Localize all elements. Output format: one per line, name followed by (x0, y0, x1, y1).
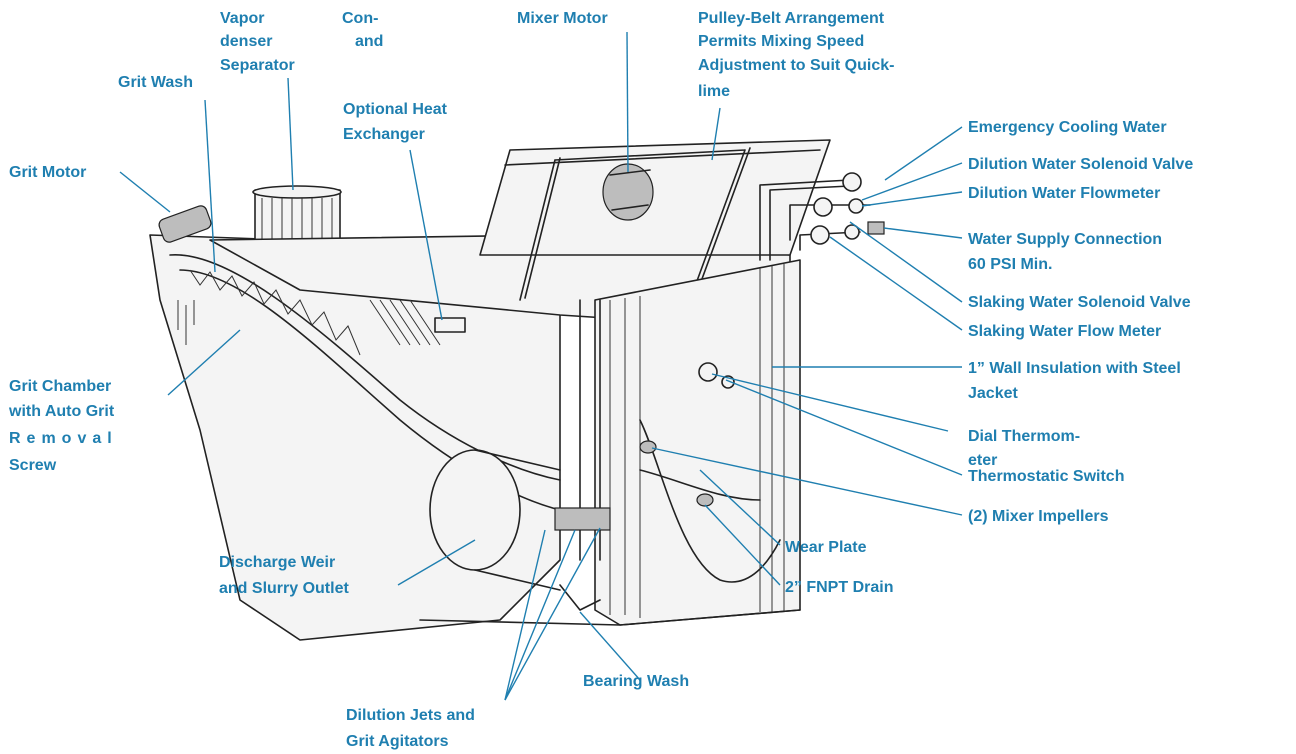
dilution-flowmeter (848, 198, 864, 214)
label-bearing-wash: Bearing Wash (583, 673, 689, 690)
slaking-flowmeter (844, 224, 860, 240)
leader-lines (119, 31, 963, 701)
label-slaking-flow-meter: Slaking Water Flow Meter (968, 323, 1161, 340)
label-grit-motor: Grit Motor (9, 164, 86, 181)
heat-exchanger (369, 299, 466, 346)
grit-motor (158, 205, 212, 243)
dilution-solenoid-valve (813, 197, 833, 217)
dial-thermometer (698, 362, 718, 382)
water-piping (759, 172, 885, 261)
label-thermostatic-switch: Thermostatic Switch (968, 468, 1124, 485)
label-vapor-condenser: Vapor Con- denser and Separator (220, 10, 388, 74)
label-wall-insulation: 1” Wall Insulation with Steel Jacket (968, 360, 1185, 402)
label-wear-plate: Wear Plate (785, 539, 867, 556)
dilution-jets (554, 507, 611, 531)
label-dilution-jets: Dilution Jets and Grit Agitators (346, 707, 479, 750)
label-dilution-solenoid-valve: Dilution Water Solenoid Valve (968, 156, 1193, 173)
label-dial-thermometer: Dial Thermom- eter (968, 428, 1084, 469)
wear-plate (639, 469, 761, 501)
slurry-outlet-pipe (429, 449, 521, 571)
grit-chamber-screw-trough (169, 254, 561, 481)
grit-removal-screw (189, 269, 361, 356)
label-optional-heat-exchanger: Optional Heat Exchanger (343, 101, 451, 143)
slaker-illustration (149, 139, 885, 641)
label-slaking-solenoid-valve: Slaking Water Solenoid Valve (968, 294, 1191, 311)
base-frame (419, 584, 801, 626)
label-pulley-belt: Pulley-Belt Arrangement Permits Mixing S… (698, 10, 899, 100)
water-supply-connection (867, 221, 885, 235)
label-emergency-cooling-water: Emergency Cooling Water (968, 119, 1167, 136)
label-mixer-motor: Mixer Motor (517, 10, 608, 27)
label-water-supply-connection: Water Supply Connection 60 PSI Min. (968, 231, 1167, 273)
mixer-impeller (639, 440, 657, 454)
label-grit-wash: Grit Wash (118, 74, 193, 91)
label-dilution-flowmeter: Dilution Water Flowmeter (968, 185, 1160, 202)
emergency-cooling-valve (842, 172, 862, 192)
callout-labels: Vapor Con- denser and Separator Mixer Mo… (8, 10, 1193, 750)
label-grit-chamber: Grit Chamber with Auto Grit Removal Scre… (8, 378, 122, 474)
slaking-compartment (594, 259, 801, 626)
label-discharge-weir: Discharge Weir and Slurry Outlet (219, 554, 349, 597)
label-mixer-impellers: (2) Mixer Impellers (968, 508, 1109, 525)
slaking-solenoid-valve (810, 225, 830, 245)
steel-jacket-ribs (609, 264, 785, 618)
label-fnpt-drain: 2” FNPT Drain (785, 579, 893, 596)
